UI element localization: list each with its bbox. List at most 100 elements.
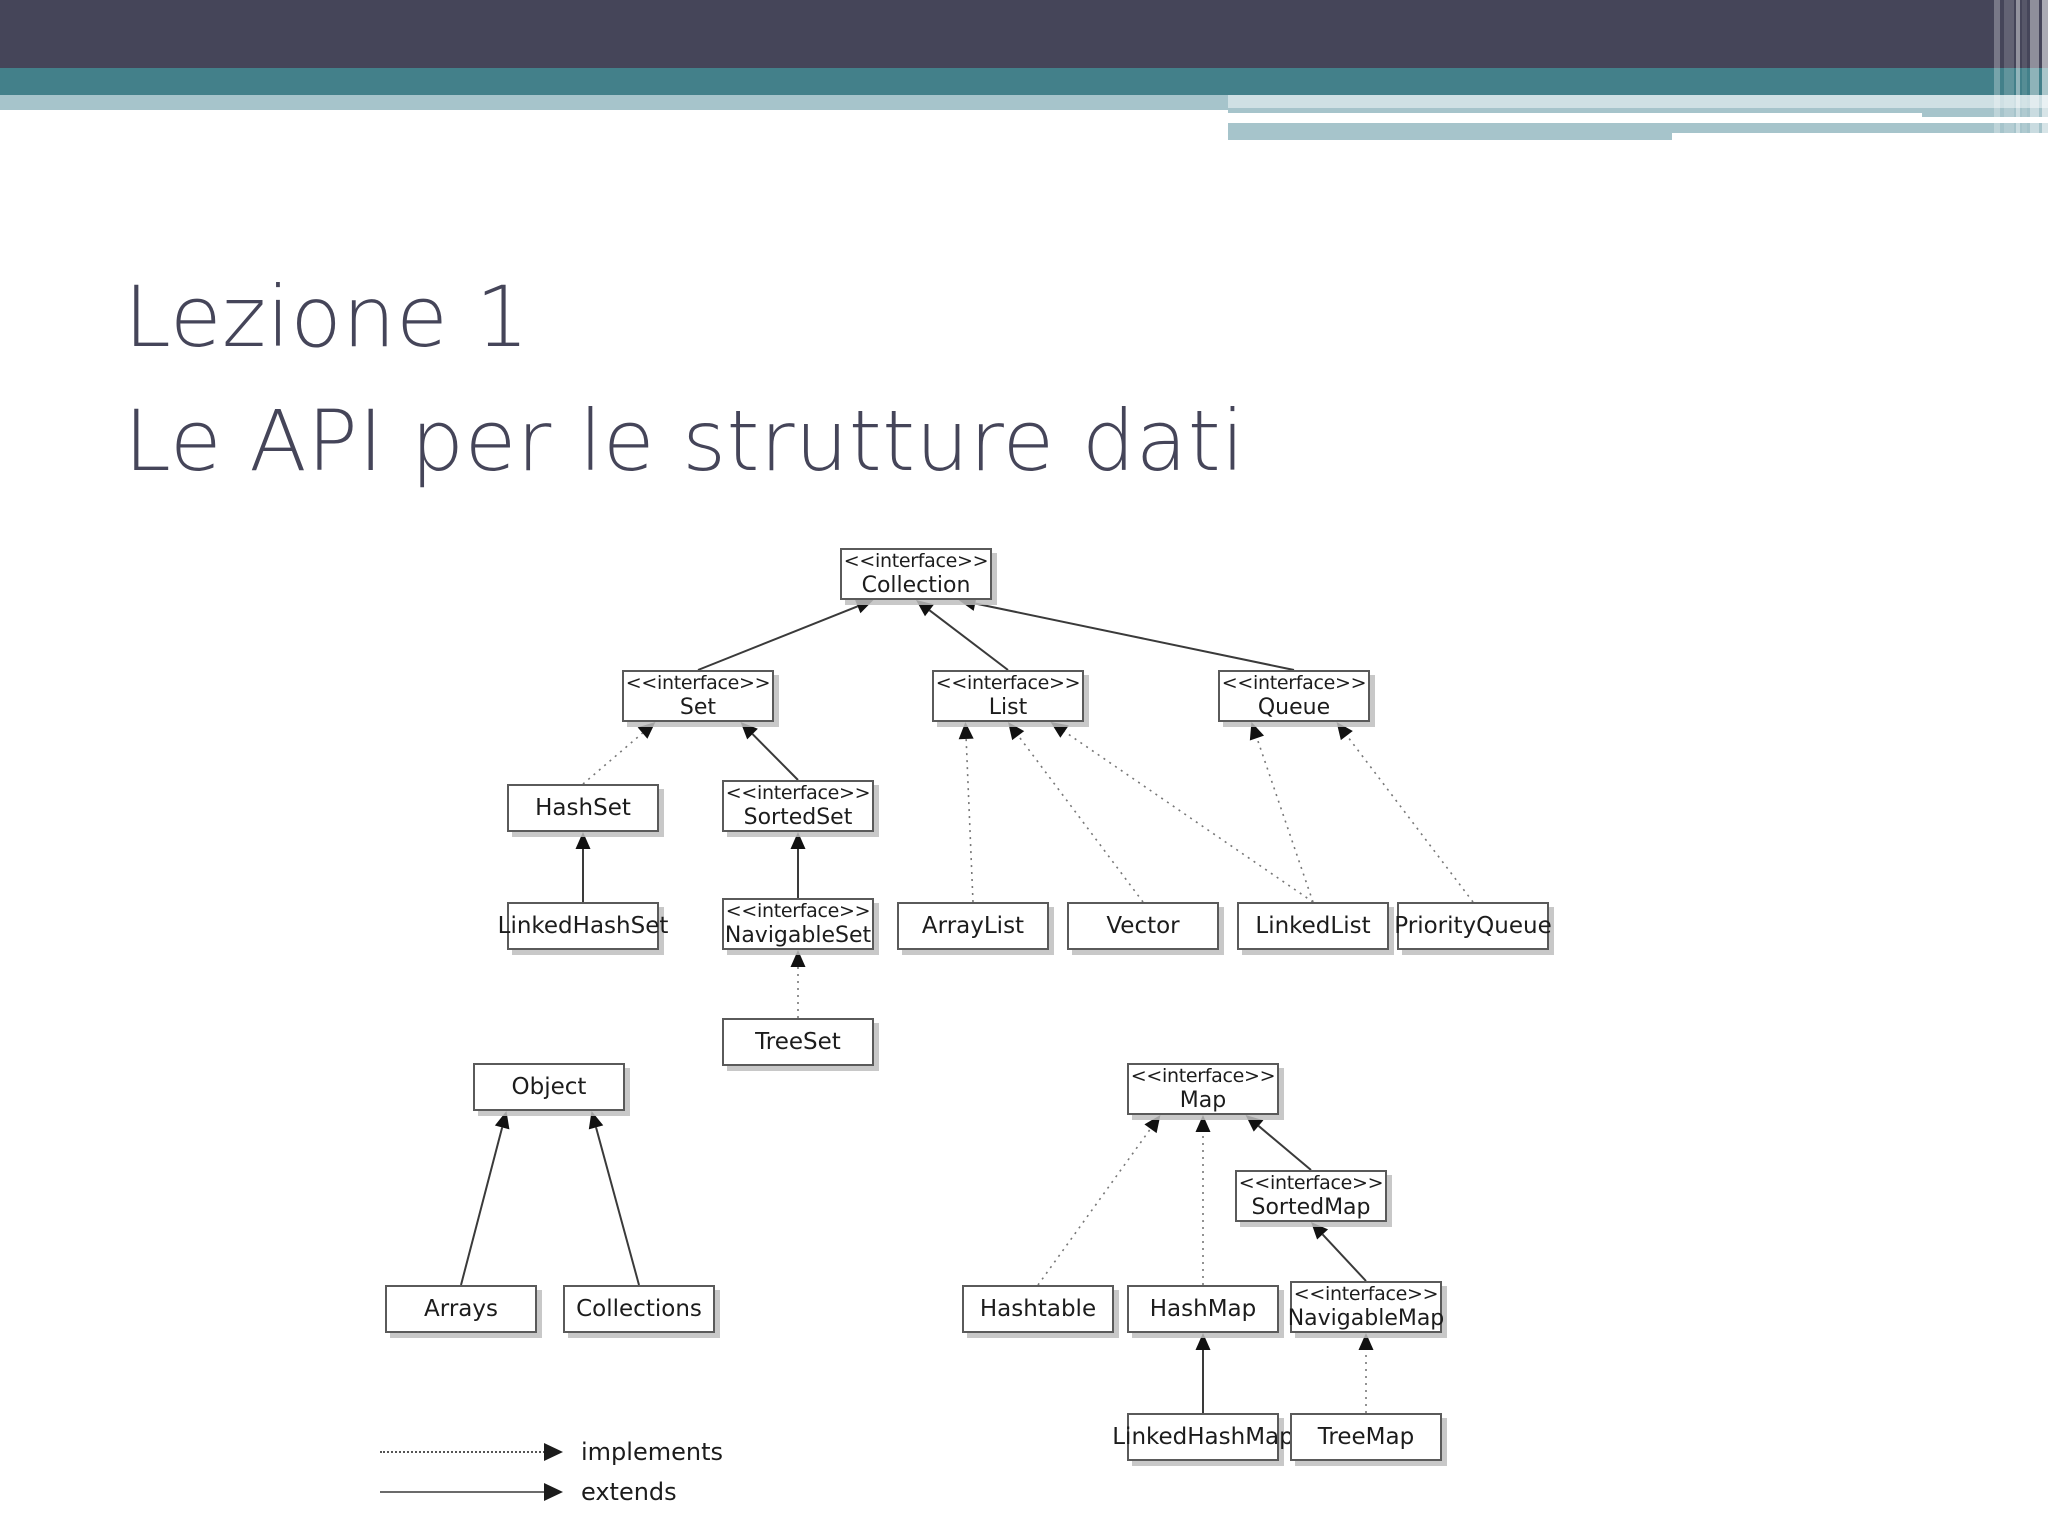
header-decoration — [0, 0, 2048, 140]
uml-edge-sortedset-to-set — [740, 722, 799, 781]
uml-node-linkedlist[interactable]: LinkedList — [1237, 902, 1389, 950]
header-vstripe-5 — [2030, 0, 2039, 140]
uml-edge-sortedmap-to-map — [1245, 1115, 1312, 1171]
arrowhead-icon — [790, 950, 806, 967]
uml-edge-navigableset-to-sortedset — [790, 832, 806, 898]
uml-node-label: Set — [679, 694, 717, 720]
arrowhead-icon — [790, 832, 806, 849]
arrowhead-icon — [575, 832, 591, 849]
uml-node-collection[interactable]: <<interface>>Collection — [840, 548, 992, 600]
uml-node-label: TreeSet — [755, 1029, 841, 1055]
uml-edge-collections-to-object — [588, 1111, 640, 1286]
diagram-legend: implements extends — [380, 1425, 760, 1535]
uml-node-navigableset[interactable]: <<interface>>NavigableSet — [722, 898, 874, 950]
arrowhead-icon — [1144, 1115, 1161, 1134]
legend-label-implements: implements — [581, 1438, 723, 1466]
solid-line-icon — [380, 1491, 545, 1493]
uml-node-label: ArrayList — [921, 913, 1025, 939]
header-vstripe-6 — [2042, 0, 2048, 140]
uml-node-label: NavigableSet — [724, 922, 872, 948]
uml-stereotype: <<interface>> — [725, 781, 871, 804]
header-band-pale-right — [1228, 95, 2048, 108]
title-line-1: Lezione 1 — [124, 268, 530, 366]
title-line-2: Le API per le strutture dati — [124, 392, 1245, 490]
uml-node-sortedset[interactable]: <<interface>>SortedSet — [722, 780, 874, 832]
legend-row-extends: extends — [380, 1477, 677, 1507]
dotted-line-icon — [380, 1451, 545, 1453]
uml-edge-hashtable-to-map — [1037, 1115, 1161, 1286]
uml-node-collections[interactable]: Collections — [563, 1285, 715, 1333]
uml-node-navigablemap[interactable]: <<interface>>NavigableMap — [1288, 1281, 1444, 1333]
uml-node-hashset[interactable]: HashSet — [507, 784, 659, 832]
page-title: Lezione 1 Le API per le strutture dati — [124, 255, 1524, 503]
uml-node-linkedhashmap[interactable]: LinkedHashMap — [1112, 1413, 1294, 1461]
arrowhead-icon — [1195, 1115, 1211, 1132]
uml-edge-set-to-collection — [697, 599, 874, 671]
uml-node-label: HashSet — [535, 795, 631, 821]
uml-node-label: PriorityQueue — [1394, 913, 1552, 939]
arrowhead-icon — [1336, 722, 1353, 741]
uml-node-label: List — [988, 694, 1028, 720]
uml-edge-linkedlist-to-queue — [1249, 722, 1314, 903]
uml-node-set[interactable]: <<interface>>Set — [622, 670, 774, 722]
uml-edge-linkedlist-to-list — [1050, 722, 1314, 903]
uml-node-priorityqueue[interactable]: PriorityQueue — [1394, 902, 1552, 950]
uml-edge-linkedhashmap-to-hashmap — [1195, 1333, 1211, 1413]
arrowhead-icon — [854, 599, 874, 614]
uml-node-label: Queue — [1257, 694, 1331, 720]
arrowhead-icon — [544, 1443, 563, 1461]
uml-edge-navigablemap-to-sortedmap — [1311, 1222, 1367, 1282]
arrowhead-icon — [1050, 722, 1069, 738]
uml-node-sortedmap[interactable]: <<interface>>SortedMap — [1235, 1170, 1387, 1222]
uml-node-label: Vector — [1106, 913, 1180, 939]
arrowhead-icon — [1245, 1115, 1264, 1132]
uml-node-hashtable[interactable]: Hashtable — [962, 1285, 1114, 1333]
uml-edge-treemap-to-navigablemap — [1358, 1333, 1374, 1413]
uml-node-vector[interactable]: Vector — [1067, 902, 1219, 950]
uml-node-map[interactable]: <<interface>>Map — [1127, 1063, 1279, 1115]
uml-edge-hashset-to-set — [582, 722, 656, 785]
uml-node-label: HashMap — [1149, 1296, 1257, 1322]
uml-stereotype: <<interface>> — [1221, 671, 1367, 694]
uml-node-label: LinkedList — [1255, 913, 1371, 939]
arrowhead-icon — [916, 600, 935, 617]
arrowhead-icon — [740, 722, 758, 740]
uml-node-arraylist[interactable]: ArrayList — [897, 902, 1049, 950]
uml-edge-priorityqueue-to-queue — [1336, 722, 1474, 903]
uml-stereotype: <<interface>> — [625, 671, 771, 694]
uml-node-label: Arrays — [424, 1296, 498, 1322]
arrowhead-icon — [1311, 1222, 1329, 1240]
arrowhead-icon — [1008, 722, 1025, 741]
header-vstripe-4 — [2022, 0, 2027, 140]
header-band-light-left — [0, 95, 1228, 110]
uml-stereotype: <<interface>> — [1238, 1171, 1384, 1194]
uml-stereotype: <<interface>> — [1293, 1282, 1439, 1305]
uml-node-queue[interactable]: <<interface>>Queue — [1218, 670, 1370, 722]
uml-edge-list-to-collection — [916, 600, 1009, 671]
header-band-light-right — [1228, 108, 2048, 117]
uml-node-linkedhashset[interactable]: LinkedHashSet — [498, 902, 668, 950]
arrowhead-icon — [544, 1483, 563, 1501]
uml-edge-arraylist-to-list — [958, 722, 974, 903]
uml-node-arrays[interactable]: Arrays — [385, 1285, 537, 1333]
header-band-dark — [0, 0, 2048, 68]
uml-node-label: LinkedHashSet — [497, 913, 669, 939]
uml-node-list[interactable]: <<interface>>List — [932, 670, 1084, 722]
header-band-white-slot-1 — [1228, 113, 1922, 123]
uml-node-treemap[interactable]: TreeMap — [1290, 1413, 1442, 1461]
uml-node-label: SortedSet — [743, 804, 853, 830]
uml-edge-arrays-to-object — [460, 1111, 510, 1286]
uml-node-treeset[interactable]: TreeSet — [722, 1018, 874, 1066]
uml-node-label: TreeMap — [1317, 1424, 1415, 1450]
uml-node-label: Object — [511, 1074, 587, 1100]
header-band-white-slot-2 — [1672, 133, 2048, 140]
legend-label-extends: extends — [581, 1478, 677, 1506]
header-vstripe-3 — [2016, 0, 2020, 140]
uml-stereotype: <<interface>> — [1130, 1064, 1276, 1087]
arrowhead-icon — [958, 722, 974, 740]
uml-edge-linkedhashset-to-hashset — [575, 832, 591, 902]
arrowhead-icon — [637, 722, 656, 739]
uml-node-object[interactable]: Object — [473, 1063, 625, 1111]
uml-node-hashmap[interactable]: HashMap — [1127, 1285, 1279, 1333]
uml-node-label: Collection — [861, 572, 971, 598]
